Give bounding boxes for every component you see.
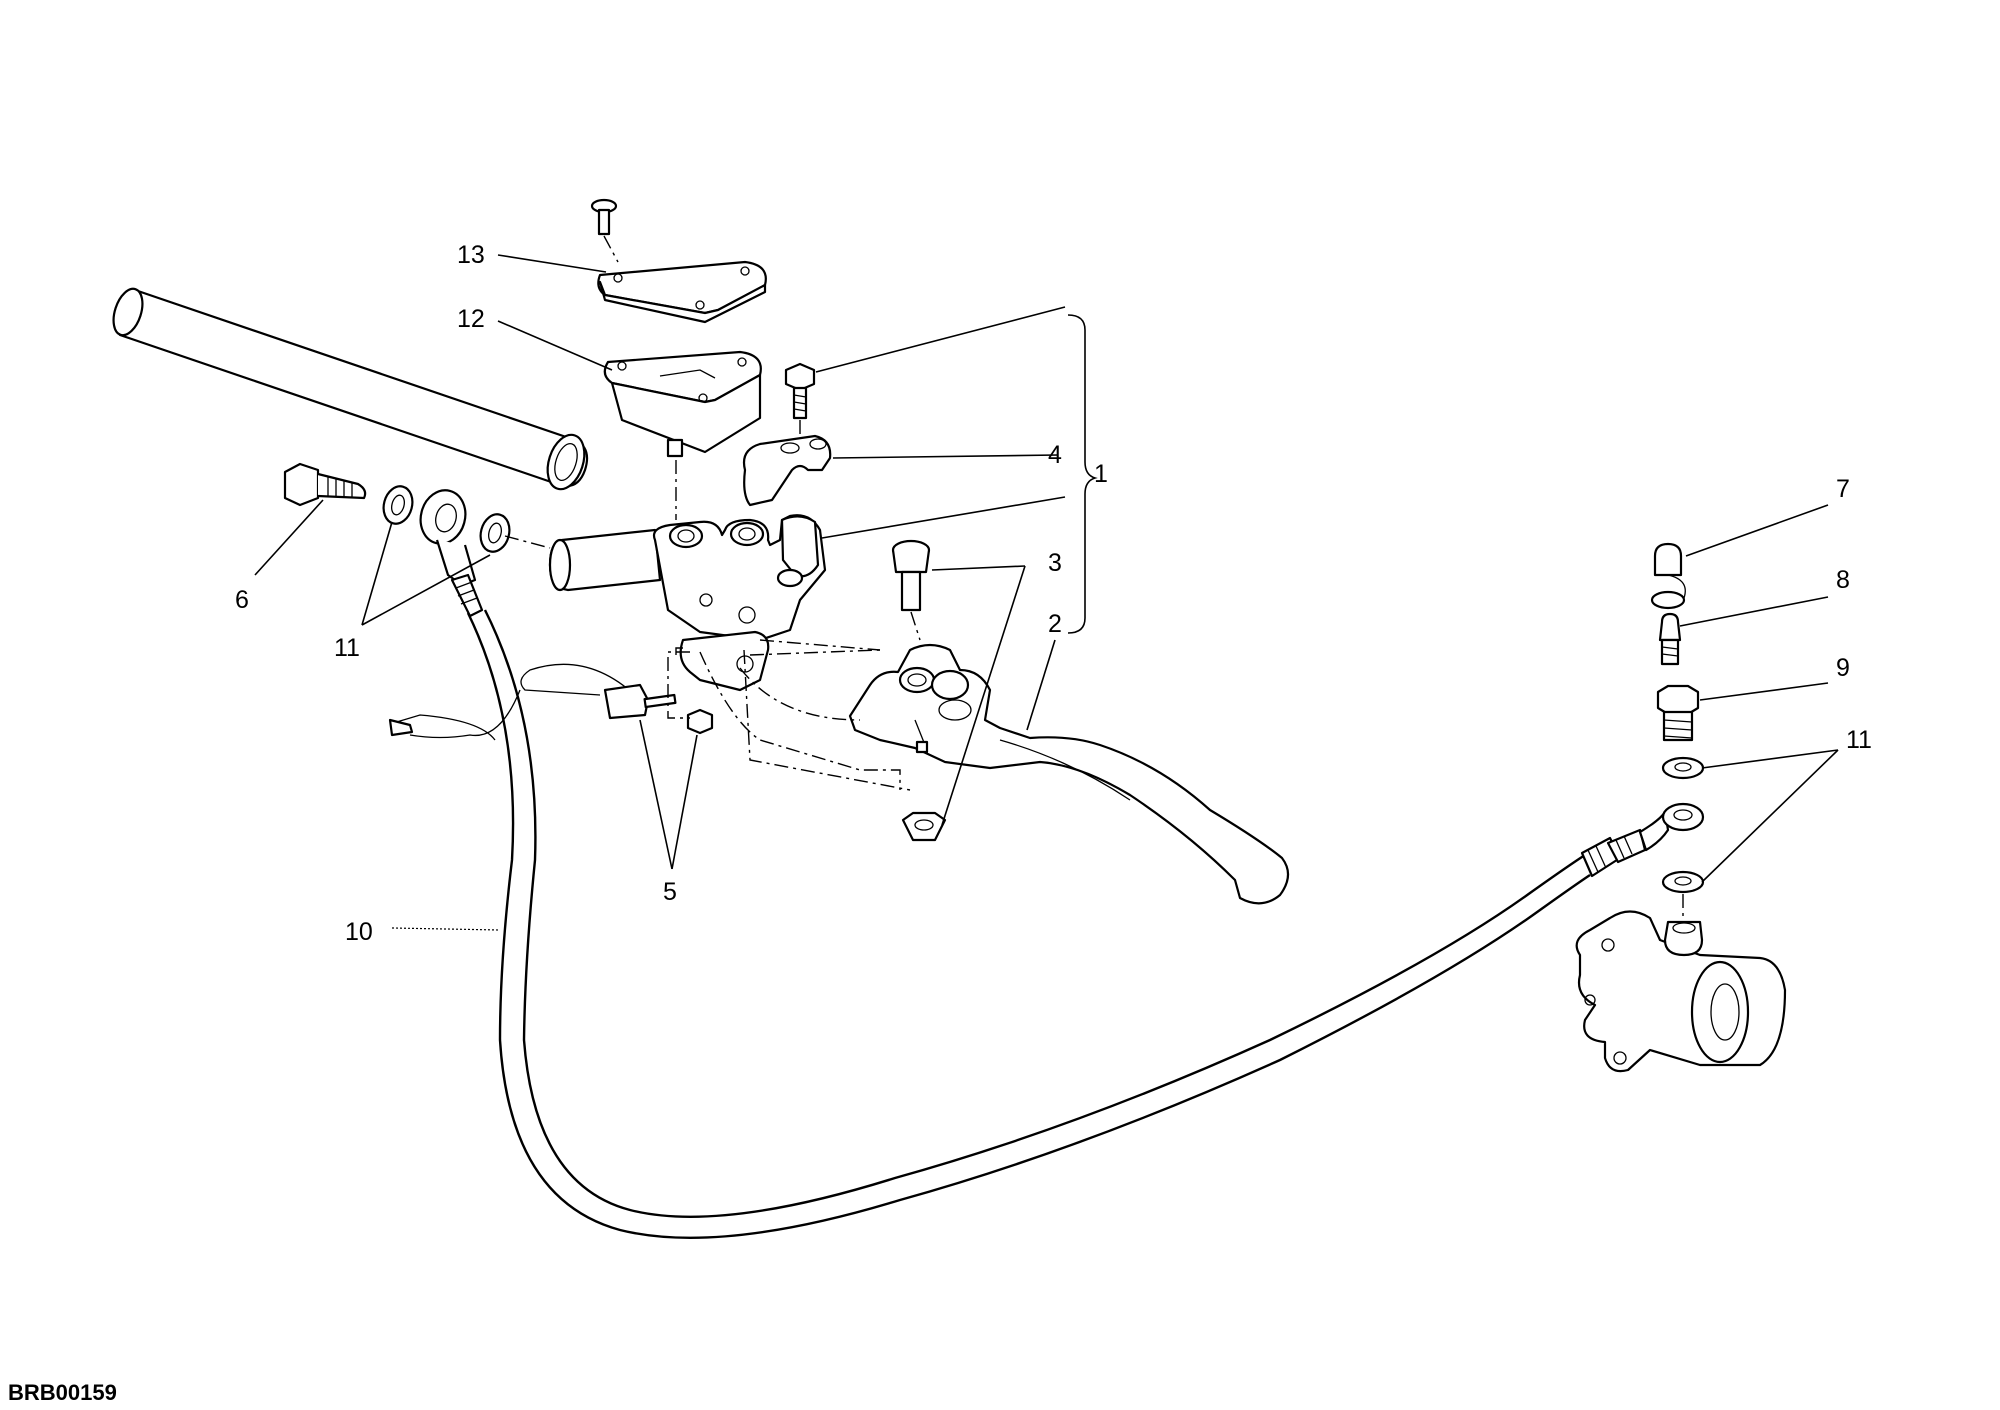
reservoir-diaphragm [603,350,762,520]
clutch-lever [848,643,1290,905]
callout-3: 3 [1048,549,1062,577]
assembly-lines [667,639,911,791]
callout-9: 9 [1836,654,1850,682]
sealing-washer-left [382,485,511,553]
diagram-code: BRB00159 [8,1380,117,1405]
callout-11-right: 11 [1846,726,1872,754]
slave-banjo-fitting [1661,756,1705,894]
callout-10: 10 [345,918,373,946]
hose-banjo-fitting [419,489,551,587]
bleed-valve [1658,612,1682,666]
master-cylinder-body [548,514,827,642]
lever-pivot-pin [891,539,931,641]
callout-1: 1 [1094,460,1108,488]
clutch-hose [450,573,1670,1239]
sealing-washer-lower [1661,870,1705,894]
callout-7: 7 [1836,475,1850,503]
lower-clamp-plate [679,630,770,692]
callout-5: 5 [663,878,677,906]
callout-6: 6 [235,586,249,614]
clamp-bolt [784,362,816,440]
reservoir-cover [597,260,767,324]
callout-8: 8 [1836,566,1850,594]
callout-labels: 1 2 3 4 5 6 7 8 9 10 11 11 12 13 [235,241,1872,946]
handlebar-clamp-upper [742,434,832,507]
cover-screw [590,198,619,263]
callout-4: 4 [1048,441,1062,469]
banjo-bolt [283,462,367,507]
clutch-slave-cylinder [1575,894,1787,1073]
bleed-cap [1650,542,1686,610]
callout-13: 13 [457,241,485,269]
clutch-microswitch [388,663,714,741]
sealing-washer-upper [1661,756,1705,780]
leader-lines [254,254,1839,931]
callout-12: 12 [457,305,485,333]
callout-2: 2 [1048,610,1062,638]
pivot-nut [901,811,947,842]
callout-11-left: 11 [334,634,360,662]
handlebar-tube [112,287,589,491]
bleed-union [1656,684,1700,742]
